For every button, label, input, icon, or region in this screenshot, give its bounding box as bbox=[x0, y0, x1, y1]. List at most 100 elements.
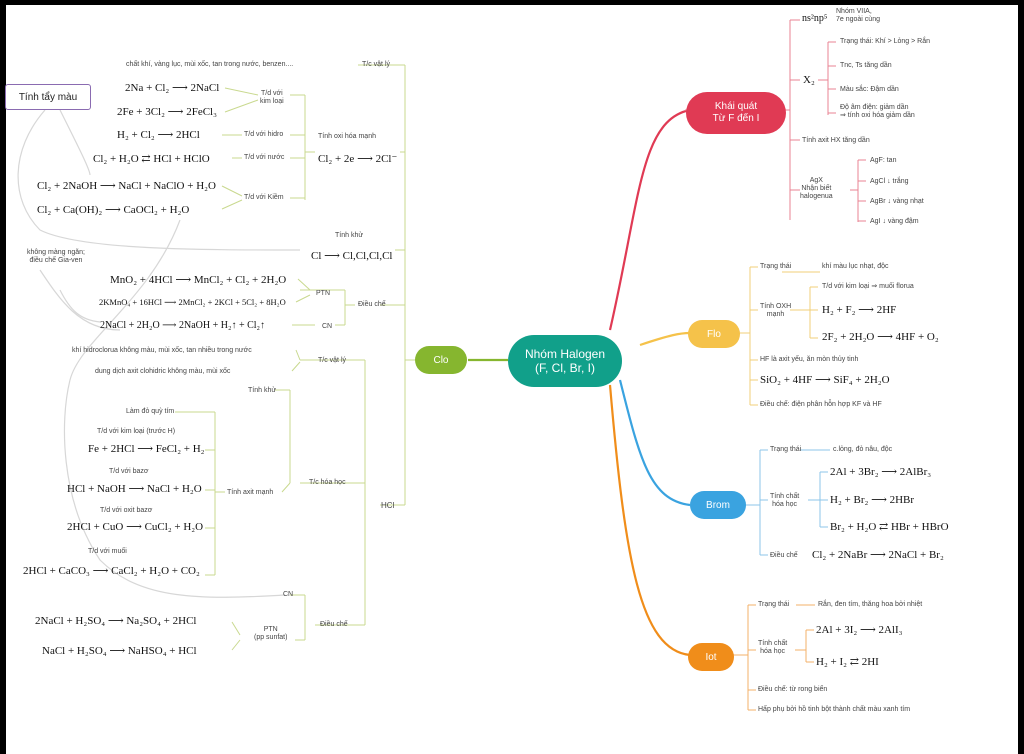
frame-top bbox=[0, 0, 1024, 5]
branch-iot bbox=[608, 384, 691, 657]
am-dien-kq-1: Độ âm điện: giảm dần bbox=[840, 104, 909, 111]
axit-hx: Tính axit HX tăng dần bbox=[802, 137, 870, 144]
javen-note-1: không màng ngăn; bbox=[27, 249, 85, 256]
eq-brom-h2: H₂ + Br₂ ⟶ 2HBr bbox=[830, 494, 915, 506]
brom-dieu-che: Điều chế bbox=[770, 552, 798, 559]
eq-brom-al: 2Al + 3Br₂ ⟶ 2AlBr₃ bbox=[830, 466, 932, 478]
clo-kim-loai-label: T/d với kim loại bbox=[260, 90, 284, 106]
flo-oxh-1: Tính OXH bbox=[760, 303, 792, 310]
x2-label: X₂ bbox=[803, 74, 815, 86]
iot-trang-thai: Trạng thái bbox=[758, 601, 790, 608]
iot-hoa-hoc: Tính chất hóa học bbox=[758, 640, 787, 656]
center-subtitle: (F, Cl, Br, I) bbox=[535, 361, 595, 375]
clo-vat-ly-title: T/c vật lý bbox=[362, 61, 391, 68]
iot-hoa-hoc-2: hóa học bbox=[760, 648, 786, 656]
eq-fe-cl: 2Fe + 3Cl₂ ⟶ 2FeCl₃ bbox=[117, 106, 217, 118]
eq-naoh: Cl₂ + 2NaOH ⟶ NaCl + NaClO + H₂O bbox=[37, 180, 216, 192]
eq-khu: Cl ⟶ Cl,Cl,Cl,Cl bbox=[311, 250, 393, 262]
brom-trang-thai-desc: c.lỏng, đỏ nâu, độc bbox=[833, 446, 893, 453]
brom-trang-thai: Trạng thái bbox=[770, 446, 802, 453]
frame-right bbox=[1018, 0, 1024, 754]
brom-hoa-hoc-1: Tính chất bbox=[770, 493, 800, 500]
hcl-ptn-1: PTN bbox=[263, 626, 278, 633]
trang-thai-kq: Trạng thái: Khí > Lỏng > Rắn bbox=[840, 38, 931, 45]
iot-hoa-hoc-1: Tính chất bbox=[758, 640, 788, 647]
nhom-info: Nhóm VIIA, 7e ngoài cùng bbox=[836, 8, 880, 24]
eq-hcl-caco3: 2HCl + CaCO₃ ⟶ CaCl₂ + H₂O + CO₂ bbox=[23, 565, 200, 577]
agbr: AgBr ↓ vàng nhạt bbox=[870, 198, 924, 205]
flo-oxh: Tính OXH mạnh bbox=[760, 303, 791, 319]
hcl-vat-ly-2: dung dịch axit clohidric không màu, mùi … bbox=[95, 368, 231, 375]
agx-label: AgX Nhận biết halogenua bbox=[800, 177, 833, 201]
clo-khu-title: Tính khử bbox=[335, 232, 364, 239]
branch-node-flo[interactable]: Flo bbox=[688, 320, 740, 348]
agx-label-2: Nhận biết bbox=[801, 185, 832, 193]
frame-left bbox=[0, 0, 6, 754]
brom-hoa-hoc: Tính chất hóa học bbox=[770, 493, 799, 509]
iot-dieu-che: Điều chế: từ rong biển bbox=[758, 686, 828, 693]
agcl: AgCl ↓ trắng bbox=[870, 178, 909, 185]
hcl-vat-ly-1: khí hidroclorua không màu, mùi xốc, tan … bbox=[72, 347, 252, 354]
hcl-tinh-khu: Tính khử bbox=[248, 387, 277, 394]
clo-kim-loai-label-2: kim loại bbox=[260, 98, 284, 106]
branch-node-clo[interactable]: Clo bbox=[415, 346, 467, 374]
hcl-vat-ly-title: T/c vật lý bbox=[318, 357, 347, 364]
clo-dieu-che: Điều chế bbox=[358, 301, 386, 308]
hcl-ptn: PTN (pp sunfat) bbox=[254, 626, 287, 642]
center-title: Nhóm Halogen bbox=[524, 347, 606, 361]
hcl-bazo: T/d với bazơ bbox=[109, 468, 149, 475]
eq-hcl-naoh: HCl + NaOH ⟶ NaCl + H₂O bbox=[67, 483, 202, 495]
hcl-kim-loai: T/d với kim loại (trước H) bbox=[97, 428, 176, 435]
clo-cn: CN bbox=[322, 323, 333, 330]
clo-ptn: PTN bbox=[316, 290, 330, 297]
hcl-ptn-2: (pp sunfat) bbox=[254, 634, 288, 642]
javen-note-2: điều chế Gia-ven bbox=[29, 257, 83, 265]
eq-hcl-fe: Fe + 2HCl ⟶ FeCl₂ + H₂ bbox=[88, 443, 205, 455]
nhom-info-2: 7e ngoài cùng bbox=[836, 16, 880, 24]
brom-hoa-hoc-2: hóa học bbox=[772, 501, 798, 509]
branch-node-brom[interactable]: Brom bbox=[690, 491, 746, 519]
iot-hap-phu: Hấp phụ bởi hồ tinh bột thành chất màu x… bbox=[758, 706, 911, 713]
hcl-oxit-bazo: T/d với oxit bazơ bbox=[100, 507, 153, 514]
eq-flo-h2o: 2F₂ + 2H₂O ⟶ 4HF + O₂ bbox=[822, 331, 939, 343]
branch-node-khai-quat[interactable]: Khái quát Từ F đến I bbox=[686, 92, 786, 134]
hcl-axit-manh: Tính axit mạnh bbox=[227, 489, 274, 496]
clo-kiem-label: T/d với Kiềm bbox=[244, 194, 284, 201]
iot-label: Iot bbox=[705, 651, 717, 663]
eq-iot-al: 2Al + 3I₂ ⟶ 2AlI₃ bbox=[816, 624, 903, 636]
agi: AgI ↓ vàng đậm bbox=[870, 218, 919, 225]
nhiet-do-kq: Tnc, Ts tăng dần bbox=[840, 62, 892, 69]
khai-quat-label-1: Khái quát bbox=[714, 101, 758, 112]
clo-kim-loai-label-1: T/d với bbox=[261, 90, 283, 97]
flo-trang-thai-desc: khí màu lục nhạt, độc bbox=[822, 263, 889, 270]
am-dien-kq: Độ âm điện: giảm dần ⇒ tính oxi hóa giảm… bbox=[840, 104, 915, 120]
branch-flo bbox=[639, 331, 691, 347]
cau-hinh: ns²np⁵ bbox=[802, 13, 828, 24]
eq-hcl-cuo: 2HCl + CuO ⟶ CuCl₂ + H₂O bbox=[67, 521, 204, 533]
branch-brom bbox=[618, 379, 691, 507]
hcl-cn: CN bbox=[283, 591, 294, 598]
hcl-muoi: T/d với muối bbox=[88, 548, 127, 555]
clo-nuoc-label: T/d với nước bbox=[244, 154, 285, 161]
flo-dieu-che: Điều chế: điện phân hỗn hợp KF và HF bbox=[760, 401, 882, 408]
khai-quat-label-2: Từ F đến I bbox=[712, 113, 760, 124]
branch-node-iot[interactable]: Iot bbox=[688, 643, 734, 671]
clo-label: Clo bbox=[433, 354, 449, 366]
javen-note: không màng ngăn; điều chế Gia-ven bbox=[27, 249, 85, 265]
center-node[interactable]: Nhóm Halogen (F, Cl, Br, I) bbox=[508, 335, 622, 387]
flo-trang-thai: Trạng thái bbox=[760, 263, 792, 270]
flo-label: Flo bbox=[707, 328, 721, 340]
tinh-tay-mau-label: Tính tẩy màu bbox=[18, 91, 78, 103]
tinh-tay-mau-box[interactable]: Tính tẩy màu bbox=[5, 84, 91, 110]
eq-h-cl: H₂ + Cl₂ ⟶ 2HCl bbox=[117, 129, 200, 141]
flo-hf-axit: HF là axit yếu, ăn mòn thủy tinh bbox=[760, 356, 859, 363]
flo-oxh-2: mạnh bbox=[766, 311, 785, 319]
agx-label-1: AgX bbox=[809, 177, 823, 184]
eq-flo-sio2: SiO₂ + 4HF ⟶ SiF₄ + 2H₂O bbox=[760, 374, 890, 386]
agx-label-3: halogenua bbox=[800, 193, 833, 201]
eq-brom-h2o: Br₂ + H₂O ⇄ HBr + HBrO bbox=[830, 521, 949, 533]
eq-mno2: MnO₂ + 4HCl ⟶ MnCl₂ + Cl₂ + 2H₂O bbox=[110, 274, 287, 286]
hcl-hoa-hoc: T/c hóa học bbox=[309, 479, 346, 486]
branch-khai-quat bbox=[608, 108, 691, 331]
